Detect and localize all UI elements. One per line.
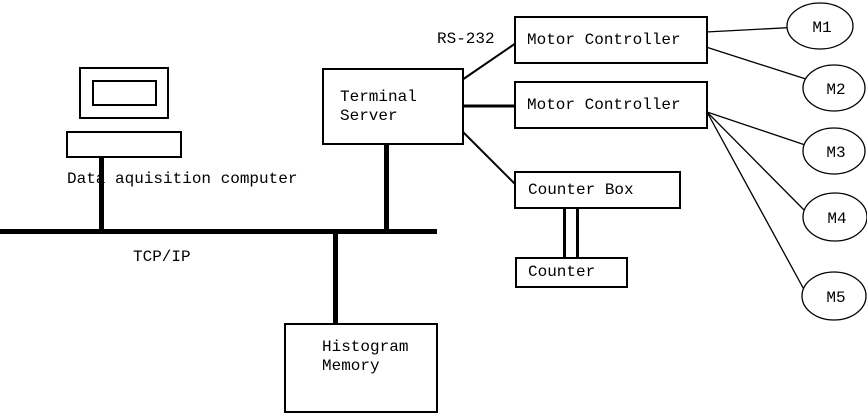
computer-keyboard-icon xyxy=(66,131,182,158)
motor-m4-label: M4 xyxy=(827,210,846,228)
counter-box-label: Counter Box xyxy=(528,180,634,199)
histogram-memory-label-line2: Memory xyxy=(322,357,380,375)
motor-controller-2-label: Motor Controller xyxy=(527,95,681,114)
counter-node: Counter xyxy=(515,257,628,288)
terminal-server-label-line2: Server xyxy=(340,106,398,125)
data-acquisition-computer-label: Data aquisition computer xyxy=(67,170,298,188)
rs-232-label: RS-232 xyxy=(437,30,495,48)
motor-m4-ellipse xyxy=(802,192,867,242)
terminal-server-box: Terminal Server xyxy=(322,68,464,145)
counter-box: Counter Box xyxy=(514,171,681,209)
motor-controller-2-to-m4-line xyxy=(706,111,813,219)
motor-m2-label: M2 xyxy=(826,81,845,99)
motor-m5-ellipse xyxy=(801,271,867,321)
motor-controller-2-to-m5-line xyxy=(706,111,814,307)
motor-controller-1-box: Motor Controller xyxy=(514,16,708,64)
motor-controller-2-box: Motor Controller xyxy=(514,81,708,129)
histogram-memory-box: Histogram Memory xyxy=(284,323,438,413)
counter-label: Counter xyxy=(528,263,596,281)
motor-controller-1-label: Motor Controller xyxy=(527,30,681,49)
histogram-memory-label-line1: Histogram xyxy=(322,338,409,356)
motor-m2-ellipse xyxy=(802,64,866,112)
motor-m3-label: M3 xyxy=(826,144,845,162)
motor-m5-label: M5 xyxy=(826,289,845,307)
motor-m3-ellipse xyxy=(802,127,866,175)
computer-monitor-screen-icon xyxy=(92,80,157,106)
motor-m1-ellipse xyxy=(786,2,854,50)
terminal-server-to-counter-box-line xyxy=(461,130,518,187)
tcp-ip-bus-label: TCP/IP xyxy=(133,248,191,266)
terminal-server-label-line1: Terminal xyxy=(340,87,417,106)
motor-m1-label: M1 xyxy=(812,19,831,37)
terminal-server-to-motor-controller-1-line xyxy=(461,42,517,81)
